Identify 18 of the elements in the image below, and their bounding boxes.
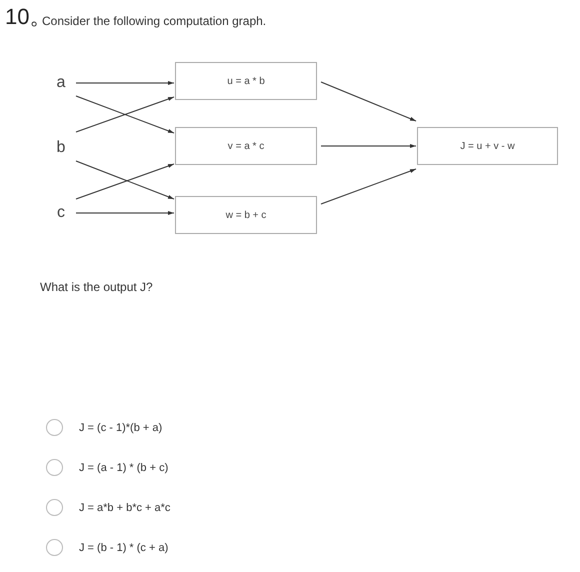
operation-box: v = a * c <box>175 127 317 165</box>
question-prompt: What is the output J? <box>40 279 153 295</box>
operation-box: J = u + v - w <box>417 127 558 165</box>
question-text: Consider the following computation graph. <box>42 13 266 29</box>
input-variable: b <box>50 137 72 159</box>
operation-box: u = a * b <box>175 62 317 100</box>
arrow <box>76 211 174 215</box>
input-variable: a <box>50 72 72 94</box>
operation-box: w = b + c <box>175 196 317 234</box>
arrow <box>320 168 416 204</box>
input-variable: c <box>50 202 72 224</box>
arrow <box>320 82 416 122</box>
answer-option: J = (b - 1) * (c + a) <box>79 540 168 556</box>
answer-option: J = (c - 1)*(b + a) <box>79 420 162 436</box>
answer-option: J = (a - 1) * (b + c) <box>79 460 168 476</box>
arrow <box>76 81 174 85</box>
answer-option: J = a*b + b*c + a*c <box>79 500 170 516</box>
arrow <box>320 144 416 148</box>
